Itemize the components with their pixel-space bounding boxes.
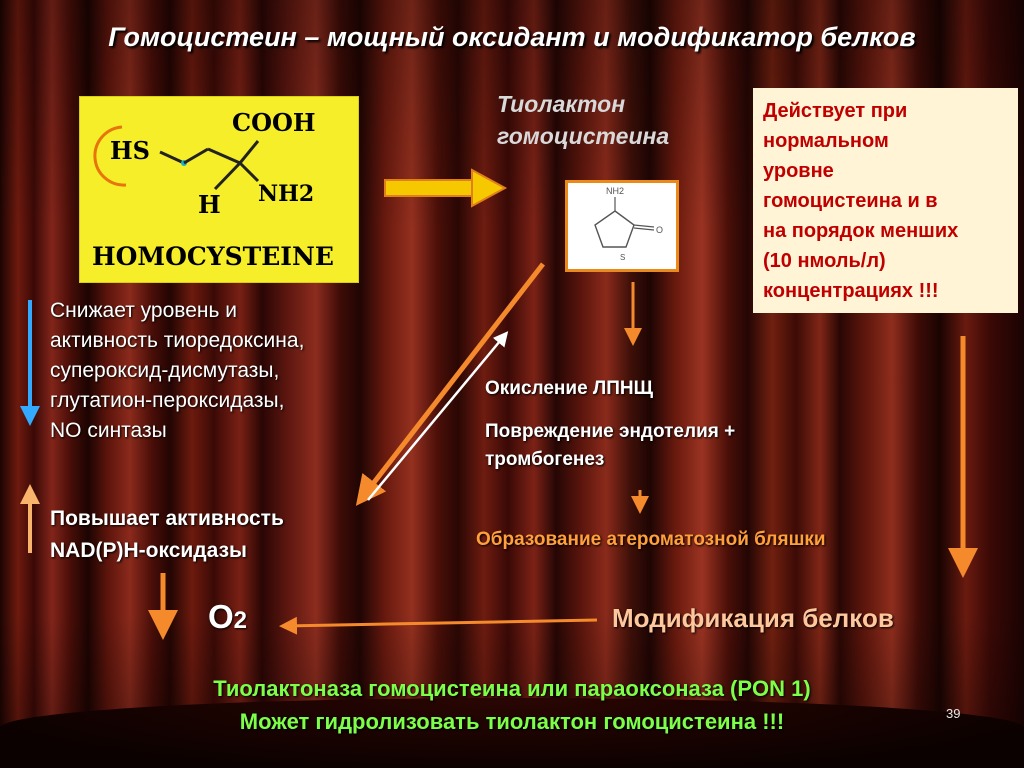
damage-line-1: Повреждение эндотелия + bbox=[485, 421, 736, 442]
bond-cooh bbox=[238, 140, 260, 164]
note-line-2: нормальном bbox=[763, 130, 889, 152]
normal-level-note: Действует при нормальном уровне гомоцист… bbox=[753, 88, 1018, 313]
arrow-to-o2 bbox=[279, 616, 598, 635]
note-line-4: гомоцистеина и в bbox=[763, 190, 938, 212]
cooh-group: COOH bbox=[232, 108, 316, 137]
reduces-line-5: NO синтазы bbox=[50, 419, 167, 442]
yellow-arrow-to-thiolactone bbox=[384, 168, 508, 208]
pon1-text-line-2: Может гидролизовать тиолактон гомоцистеи… bbox=[239, 709, 785, 734]
reduces-line-4: глутатион-пероксидазы, bbox=[50, 389, 285, 412]
bond-1 bbox=[159, 150, 185, 165]
stage-floor bbox=[0, 698, 1024, 768]
reduces-line-3: супероксид-дисмутазы, bbox=[50, 359, 280, 382]
ring-o-label: O bbox=[656, 225, 663, 235]
orange-diagonal-arrow bbox=[355, 262, 545, 506]
oxygen-symbol: O bbox=[208, 598, 234, 635]
ring-pentagon bbox=[594, 210, 635, 248]
thiolactone-structure-box: NH2 O S bbox=[565, 180, 679, 272]
note-line-5: на порядок менших bbox=[763, 220, 959, 242]
increases-line-2: NAD(P)H-оксидазы bbox=[50, 539, 247, 562]
h-atom: H bbox=[198, 190, 221, 219]
nh2-group: NH2 bbox=[258, 181, 314, 207]
molecule-name: HOMOCYSTEINE bbox=[92, 242, 334, 271]
hs-highlight-circle bbox=[93, 125, 127, 187]
slide-title: Гомоцистеин – мощный оксидант и модифика… bbox=[108, 22, 916, 52]
homocysteine-structure-box: HS COOH NH2 H HOMOCYSTEINE bbox=[79, 96, 359, 283]
bond-nh2 bbox=[238, 161, 260, 183]
thiolactone-label-line1: Тиолактон bbox=[497, 91, 626, 117]
protein-modification-text: Модификация белков bbox=[612, 603, 894, 633]
plaque-formation-text: Образование атероматозной бляшки bbox=[476, 529, 826, 550]
note-line-1: Действует при bbox=[763, 100, 908, 122]
reduces-line-1: Снижает уровень и bbox=[50, 299, 237, 322]
increases-line-1: Повышает активность bbox=[50, 507, 284, 530]
pon1-text-line-1: Тиолактоназа гомоцистеина или параоксона… bbox=[213, 676, 811, 701]
thiolactone-label: Тиолактон гомоцистеина bbox=[497, 88, 737, 152]
hs-group: HS bbox=[110, 136, 150, 165]
ring-s-label: S bbox=[620, 253, 625, 262]
bond-2 bbox=[183, 147, 209, 165]
page-number: 39 bbox=[946, 706, 961, 721]
reduces-line-2: активность тиоредоксина, bbox=[50, 329, 305, 352]
endothelium-damage-text: Повреждение эндотелия + тромбогенез bbox=[485, 418, 845, 474]
homocysteine-structure-diagram: HS COOH NH2 H HOMOCYSTEINE bbox=[92, 108, 334, 271]
bond-h bbox=[213, 161, 242, 191]
increases-nadph-oxidase-text: Повышает активность NAD(P)H-оксидазы bbox=[50, 503, 410, 567]
ring-carbonyl-bond bbox=[633, 224, 655, 228]
bond-3 bbox=[207, 147, 241, 165]
oxygen-label: O2 bbox=[208, 598, 247, 636]
note-line-3: уровне bbox=[763, 160, 834, 182]
thiolactone-label-line2: гомоцистеина bbox=[497, 123, 670, 149]
thiolactone-ring-diagram: NH2 O S bbox=[594, 186, 663, 262]
ring-nh2-label: NH2 bbox=[606, 186, 624, 196]
white-diagonal-arrow bbox=[367, 331, 509, 501]
note-line-6: (10 нмоль/л) bbox=[763, 250, 886, 272]
ring-carbonyl-bond-2 bbox=[633, 227, 655, 231]
note-line-7: концентрациях !!! bbox=[763, 280, 939, 302]
damage-line-2: тромбогенез bbox=[485, 449, 605, 470]
oxygen-subscript: 2 bbox=[233, 607, 248, 634]
ldl-oxidation-text: Окисление ЛПНЩ bbox=[485, 378, 653, 399]
reduces-enzymes-text: Снижает уровень и активность тиоредоксин… bbox=[50, 296, 420, 446]
